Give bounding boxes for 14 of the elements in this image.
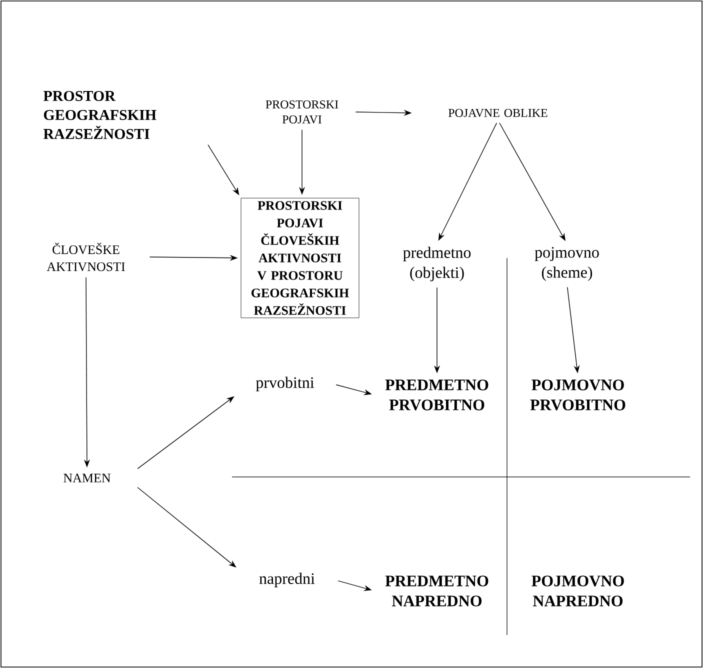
quadrant-label: POJMOVNO NAPREDNO: [532, 576, 624, 606]
concept-label: predmetno (objekti): [403, 246, 471, 282]
concept-label: pojmovno (sheme): [534, 247, 599, 281]
concept-label: napredni: [259, 572, 315, 588]
concept-label: NAMEN: [64, 474, 111, 482]
concept-label: PROSTORSKI POJAVI: [266, 100, 338, 124]
concept-label: prvobitni: [256, 376, 314, 392]
concept-label: POJAVNE OBLIKE: [448, 108, 548, 118]
quadrant-label: POJMOVNO PRVOBITNO: [530, 380, 626, 410]
central-box: PROSTORSKI POJAVI ČLOVEŠKIH AKTIVNOSTI V PROSTORU GEOGRAFSKIH RAZSEŽNOSTI: [240, 198, 360, 318]
heading-text: PROSTOR GEOGRAFSKIH RAZSEŽNOSTI: [43, 90, 156, 140]
quadrant-label: PREDMETNO NAPREDNO: [385, 576, 488, 606]
quadrant-label: PREDMETNO PRVOBITNO: [385, 380, 488, 410]
concept-label: ČLOVEŠKE AKTIVNOSTI: [46, 242, 125, 272]
